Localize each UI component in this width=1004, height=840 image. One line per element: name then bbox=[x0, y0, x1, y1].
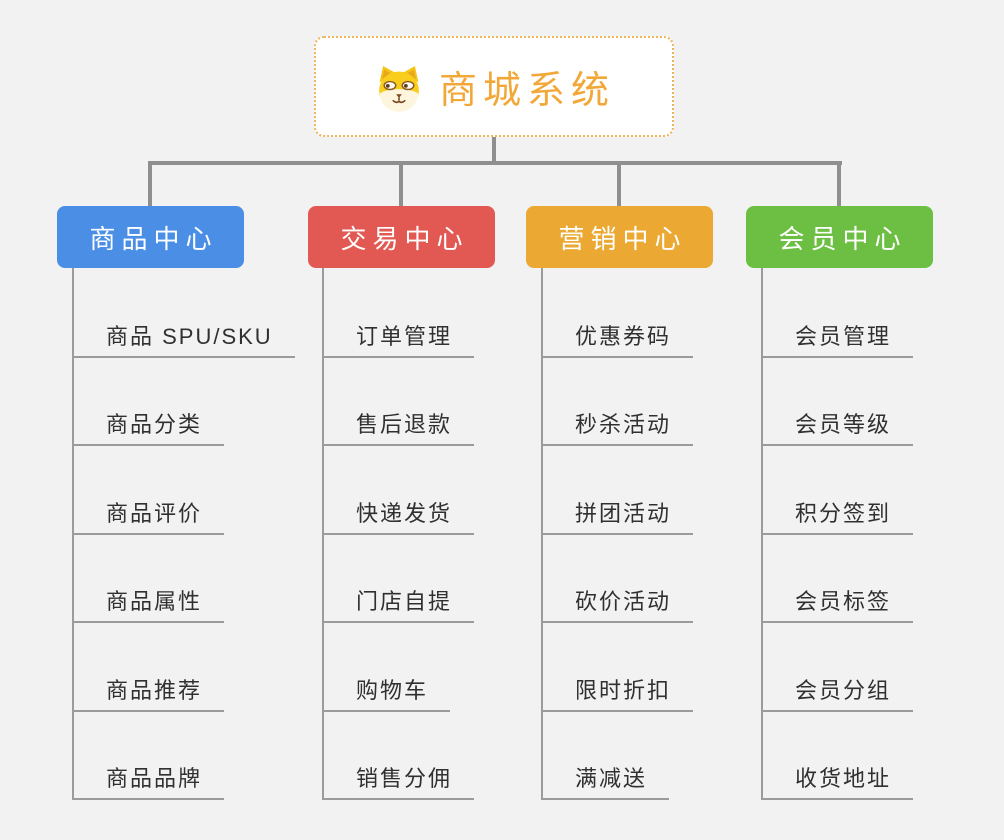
leaf-node[interactable]: 订单管理 bbox=[322, 324, 475, 358]
leaf-node[interactable]: 收货地址 bbox=[761, 766, 914, 800]
branch-header-label: 会员中心 bbox=[778, 223, 907, 254]
leaf-node[interactable]: 积分签到 bbox=[761, 501, 914, 535]
leaf-node[interactable]: 满减送 bbox=[541, 766, 670, 800]
branch-header-label: 交易中心 bbox=[340, 223, 469, 254]
branch-header-trade-center[interactable]: 交易中心 bbox=[308, 206, 495, 268]
leaf-node[interactable]: 优惠券码 bbox=[541, 324, 694, 358]
connector-drop-branch-1 bbox=[399, 163, 403, 206]
leaf-node[interactable]: 会员管理 bbox=[761, 324, 914, 358]
leaf-node[interactable]: 销售分佣 bbox=[322, 766, 475, 800]
connector-drop-branch-0 bbox=[148, 163, 152, 206]
leaf-node[interactable]: 限时折扣 bbox=[541, 678, 694, 712]
branch-header-marketing-center[interactable]: 营销中心 bbox=[526, 206, 713, 268]
leaf-node[interactable]: 商品评价 bbox=[72, 501, 225, 535]
leaf-node[interactable]: 商品 SPU/SKU bbox=[72, 324, 295, 358]
leaf-node[interactable]: 商品推荐 bbox=[72, 678, 225, 712]
branch-header-label: 商品中心 bbox=[89, 223, 218, 254]
shiba-dog-icon bbox=[373, 61, 425, 113]
root-node[interactable]: 商城系统 bbox=[314, 36, 674, 137]
leaf-node[interactable]: 商品品牌 bbox=[72, 766, 225, 800]
connector-drop-branch-3 bbox=[837, 163, 841, 206]
connector-bus bbox=[148, 161, 842, 165]
leaf-node[interactable]: 门店自提 bbox=[322, 589, 475, 623]
branch-header-label: 营销中心 bbox=[558, 223, 687, 254]
leaf-node[interactable]: 拼团活动 bbox=[541, 501, 694, 535]
branch-header-member-center[interactable]: 会员中心 bbox=[746, 206, 933, 268]
leaf-node[interactable]: 售后退款 bbox=[322, 412, 475, 446]
leaf-node[interactable]: 砍价活动 bbox=[541, 589, 694, 623]
leaf-node[interactable]: 购物车 bbox=[322, 678, 451, 712]
leaf-node[interactable]: 商品分类 bbox=[72, 412, 225, 446]
leaf-node[interactable]: 快递发货 bbox=[322, 501, 475, 535]
leaf-node[interactable]: 商品属性 bbox=[72, 589, 225, 623]
connector-root-drop bbox=[492, 137, 496, 165]
branch-header-product-center[interactable]: 商品中心 bbox=[57, 206, 244, 268]
leaf-node[interactable]: 会员等级 bbox=[761, 412, 914, 446]
root-title: 商城系统 bbox=[438, 70, 615, 112]
connector-drop-branch-2 bbox=[617, 163, 621, 206]
leaf-node[interactable]: 会员标签 bbox=[761, 589, 914, 623]
leaf-node[interactable]: 秒杀活动 bbox=[541, 412, 694, 446]
leaf-node[interactable]: 会员分组 bbox=[761, 678, 914, 712]
